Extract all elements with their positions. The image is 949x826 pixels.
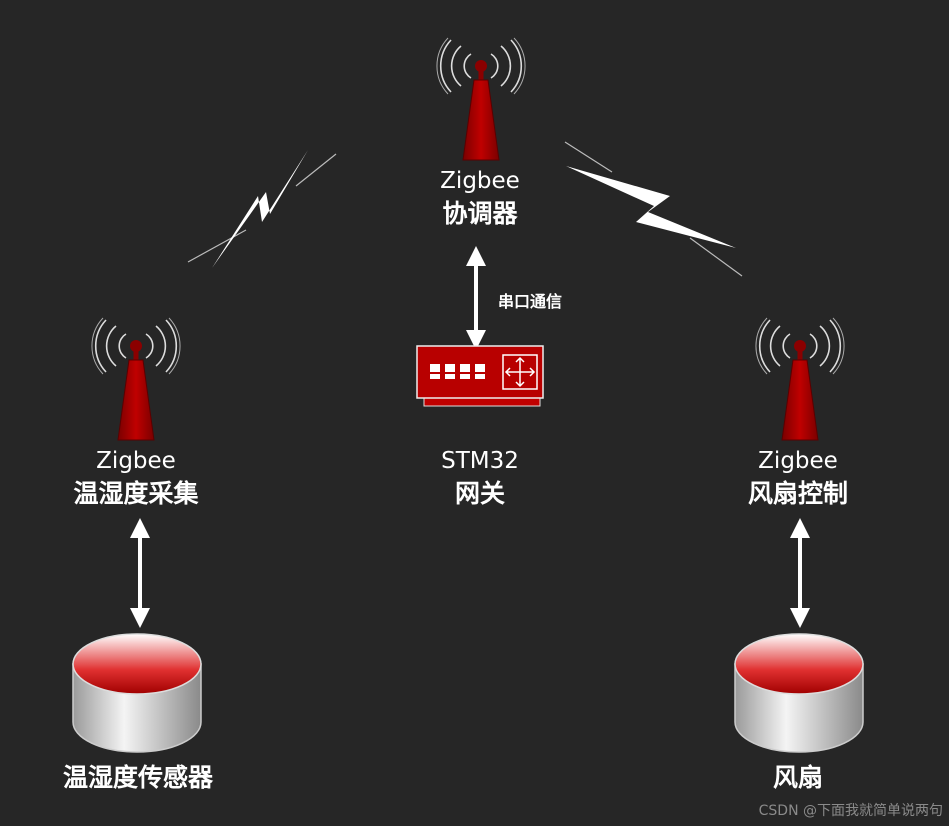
- fan-device-label: 风扇: [772, 763, 823, 792]
- coordinator-antenna-icon: [436, 37, 526, 161]
- serial-link-label: 串口通信: [498, 292, 563, 311]
- fan-node-subtitle: 风扇控制: [747, 479, 848, 508]
- coordinator-title: Zigbee: [440, 168, 520, 194]
- fan-node-title: Zigbee: [758, 448, 838, 474]
- gateway-title: STM32: [441, 448, 519, 474]
- sensor-node-title: Zigbee: [96, 448, 176, 474]
- sensor-device-label: 温湿度传感器: [62, 763, 213, 792]
- coordinator-subtitle: 协调器: [442, 199, 518, 228]
- sensor-node-antenna-icon: [91, 317, 181, 441]
- coordinator-label: Zigbee 协调器: [380, 168, 580, 230]
- wireless-link-left-icon: [187, 150, 337, 268]
- sensor-node-subtitle: 温湿度采集: [73, 479, 199, 508]
- fan-node-antenna-icon: [755, 317, 845, 441]
- sensor-node-label: Zigbee 温湿度采集: [36, 448, 236, 510]
- sensor-device-icon: [72, 633, 202, 753]
- fan-node-label: Zigbee 风扇控制: [698, 448, 898, 510]
- gateway-label: STM32 网关: [380, 448, 580, 510]
- wireless-link-right-icon: [564, 141, 743, 277]
- watermark: CSDN @下面我就简单说两句: [758, 803, 943, 819]
- gateway-subtitle: 网关: [454, 479, 505, 508]
- gateway-router-icon: [416, 345, 544, 407]
- fan-device-icon: [734, 633, 864, 753]
